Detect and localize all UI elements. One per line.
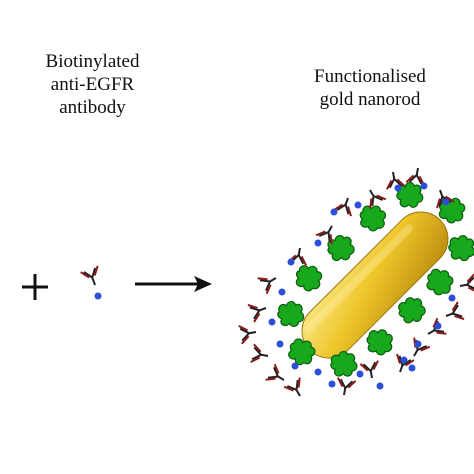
antibody-9: [249, 343, 271, 366]
streptavidin-3: [292, 262, 325, 295]
single-biotin-dot: [94, 292, 102, 300]
antibody-8: [237, 322, 259, 345]
biotin-dot-7: [278, 288, 286, 296]
nanorod-label: Functionalised gold nanorod: [290, 65, 450, 111]
biotin-dot-17: [434, 322, 442, 330]
reaction-arrow: [135, 276, 212, 292]
streptavidin-9: [422, 265, 457, 299]
biotin-dot-19: [442, 198, 450, 206]
biotin-dot-15: [400, 356, 408, 364]
single-antibody: [80, 265, 99, 286]
biotin-dot-12: [328, 380, 336, 388]
biotin-dot-16: [414, 340, 422, 348]
biotin-dot-5: [314, 239, 322, 247]
biotin-dot-14: [376, 382, 384, 390]
antibody-17: [441, 301, 466, 326]
biotin-dot-3: [354, 201, 362, 209]
streptavidin-10: [447, 234, 474, 263]
biotin-dot-20: [408, 364, 416, 372]
streptavidin-7: [365, 328, 394, 357]
streptavidin-4: [275, 299, 306, 330]
biotin-dot-10: [291, 362, 299, 370]
antibody-3: [333, 193, 358, 218]
nanorod-label-line-2: gold nanorod: [319, 89, 421, 110]
antibody-7: [246, 298, 271, 323]
biotin-dot-13: [356, 370, 364, 378]
biotin-dot-8: [268, 318, 276, 326]
antibody-6: [256, 269, 282, 295]
antibody-2: [361, 184, 387, 210]
antibody-label-line-2: anti-EGFR: [50, 74, 135, 95]
antibody-12: [334, 376, 357, 398]
antibody-16: [422, 317, 448, 343]
antibody-label: Biotinylated anti-EGFR antibody: [10, 50, 175, 119]
biotin-dot-9: [276, 340, 284, 348]
antibody-label-line-3: antibody: [59, 97, 126, 118]
antibody-18: [457, 273, 474, 296]
biotin-dot-4: [330, 208, 338, 216]
antibody-label-line-1: Biotinylated: [45, 51, 140, 72]
biotin-dot-2: [420, 182, 428, 190]
biotin-dot-6: [287, 258, 295, 266]
nanorod-label-line-1: Functionalised: [314, 66, 426, 87]
biotin-dot-1: [394, 184, 402, 192]
antibody-11: [283, 376, 309, 402]
antibody-13: [359, 359, 382, 381]
antibody-10: [264, 363, 290, 389]
functionalised-nanorod: [237, 165, 474, 402]
biotin-dots: [268, 182, 456, 390]
biotin-dot-18: [448, 294, 456, 302]
streptavidin-1: [357, 203, 388, 234]
biotin-dot-11: [314, 368, 322, 376]
plus-sign: [22, 274, 48, 300]
